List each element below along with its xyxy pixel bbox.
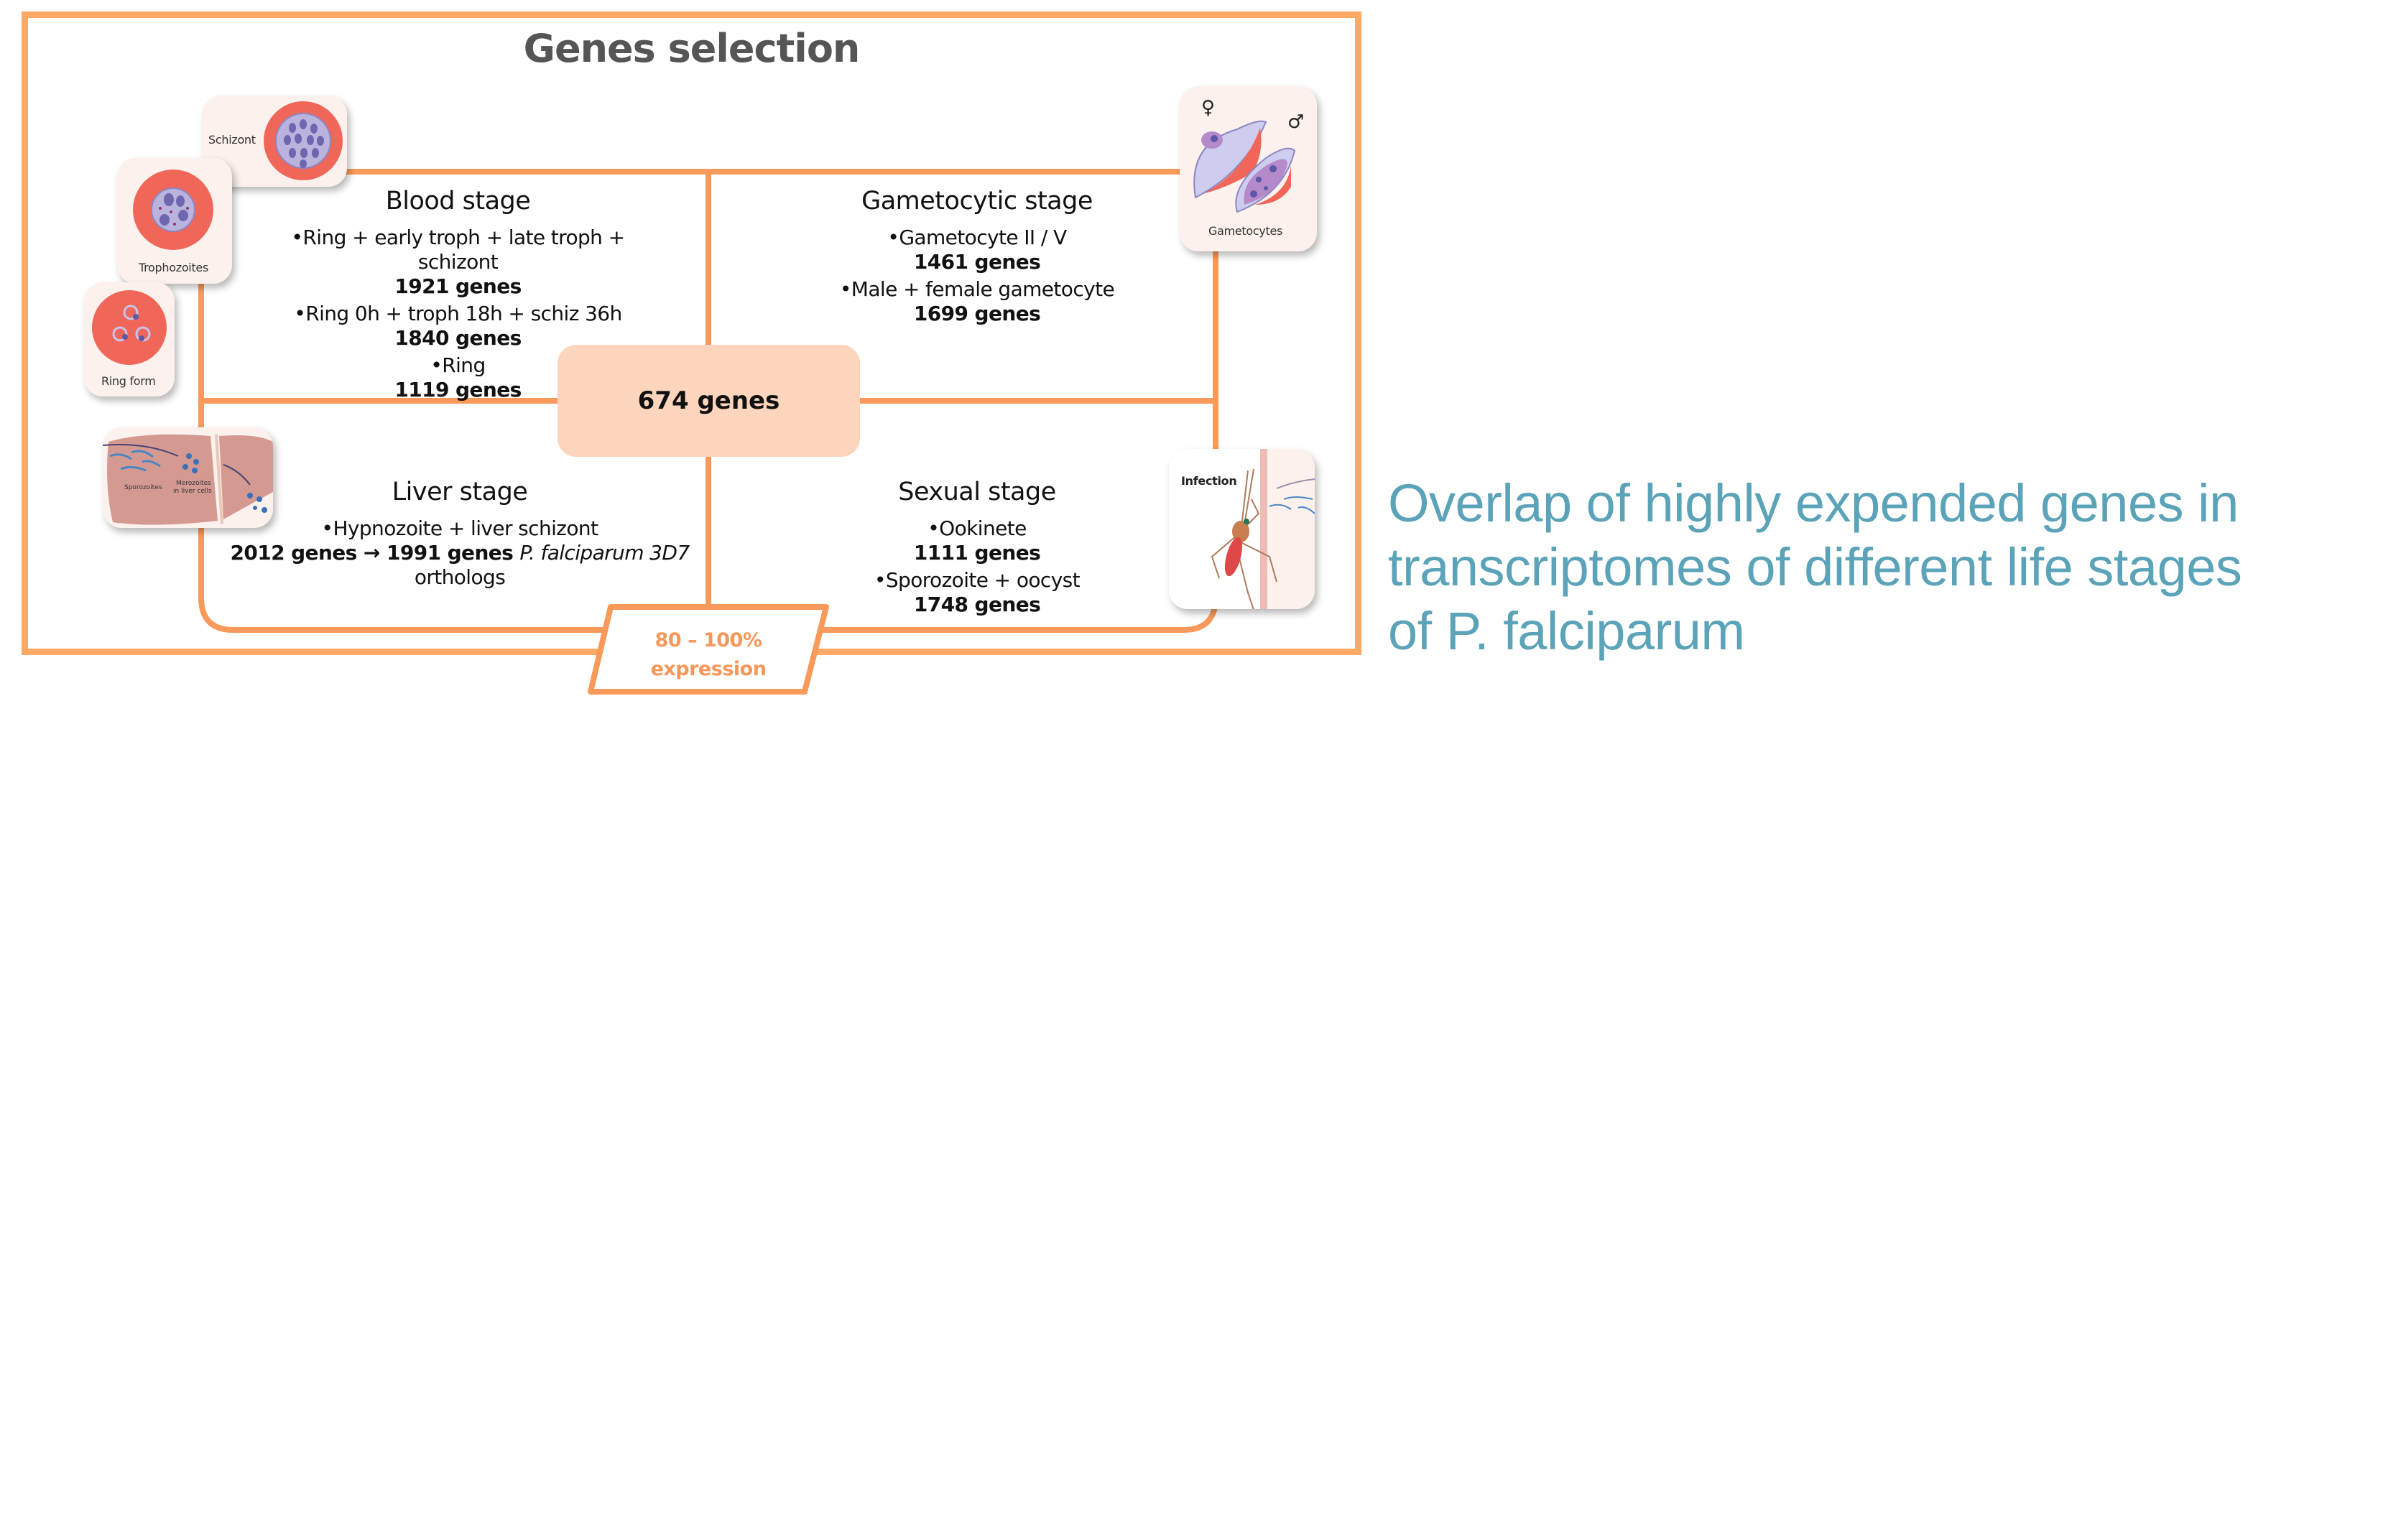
liver-label-liver-cells: in liver cells bbox=[173, 488, 212, 495]
threshold-parallelogram bbox=[588, 604, 829, 695]
liver-stage-heading: Liver stage bbox=[392, 478, 528, 506]
liver-label-sporozoites: Sporozoites bbox=[124, 484, 162, 491]
trophozoites-card: Trophozoites bbox=[117, 158, 232, 284]
blood-stage-item: •Ring + early troph + late troph + schiz… bbox=[291, 226, 626, 274]
ring-form-card: Ring form bbox=[84, 282, 175, 396]
schizont-label: Schizont bbox=[208, 133, 256, 147]
intersection-box: 674 genes bbox=[558, 345, 860, 457]
trophozoites-label: Trophozoites bbox=[139, 261, 209, 274]
gametocytic-stage-panel: Gametocytic stage •Gametocyte II / V 146… bbox=[762, 185, 1193, 329]
threshold-unit: expression bbox=[650, 658, 767, 680]
blood-stage-count: 1840 genes bbox=[394, 326, 522, 350]
figure-caption: Overlap of highly expended genes in tran… bbox=[1388, 471, 2379, 663]
ring-form-label: Ring form bbox=[101, 374, 156, 388]
schizont-card: Schizont bbox=[203, 96, 347, 187]
liver-count-from: 2012 genes bbox=[230, 541, 357, 565]
gametocytic-stage-item: •Gametocyte II / V bbox=[887, 226, 1067, 249]
blood-stage-item: •Ring 0h + troph 18h + schiz 36h bbox=[294, 302, 622, 325]
sexual-stage-heading: Sexual stage bbox=[898, 478, 1056, 506]
mosquito-icon bbox=[1211, 449, 1315, 609]
sexual-stage-count: 1111 genes bbox=[913, 541, 1041, 565]
gametocytic-stage-heading: Gametocytic stage bbox=[861, 187, 1093, 215]
blood-stage-count: 1921 genes bbox=[394, 274, 522, 298]
liver-stage-suffix: orthologs bbox=[414, 565, 506, 589]
liver-stage-item: •Hypnozoite + liver schizont bbox=[321, 516, 599, 540]
caption-line: of P. falciparum bbox=[1388, 601, 1745, 661]
blood-stage-heading: Blood stage bbox=[385, 187, 531, 215]
liver-icon: Sporozoites Merozoites in liver cells bbox=[103, 434, 273, 525]
trophozoite-cell-icon bbox=[133, 170, 213, 250]
diagram-lines bbox=[22, 11, 1361, 695]
intersection-count: 674 genes bbox=[637, 386, 780, 415]
caption-line: Overlap of highly expended genes in bbox=[1388, 473, 2239, 533]
sexual-stage-panel: Sexual stage •Ookinete 1111 genes •Sporo… bbox=[762, 476, 1193, 620]
sexual-stage-item: •Sporozoite + oocyst bbox=[874, 568, 1081, 592]
gametocytes-card: ♀ ♂ Gametocytes bbox=[1180, 86, 1317, 251]
liver-species: P. falciparum 3D7 bbox=[519, 541, 690, 565]
infection-card: Infection bbox=[1169, 449, 1315, 609]
liver-count-to: 1991 genes bbox=[386, 541, 514, 565]
liver-stage-panel: Liver stage •Hypnozoite + liver schizont… bbox=[216, 476, 704, 590]
liver-stage-count: 2012 genes → 1991 genes P. falciparum 3D… bbox=[216, 541, 704, 565]
gametocytes-icon: ♀ ♂ bbox=[1193, 97, 1304, 213]
liver-label-merozoites: Merozoites bbox=[176, 480, 211, 487]
blood-stage-count: 1119 genes bbox=[394, 378, 522, 402]
diagram-title: Genes selection bbox=[523, 26, 861, 71]
female-symbol-icon: ♀ bbox=[1201, 97, 1215, 119]
sexual-stage-item: •Ookinete bbox=[927, 516, 1027, 540]
arrow-right-icon: → bbox=[363, 541, 380, 565]
sexual-stage-count: 1748 genes bbox=[913, 593, 1041, 616]
gametocytic-stage-item: •Male + female gametocyte bbox=[839, 277, 1115, 301]
gametocytic-stage-count: 1461 genes bbox=[913, 250, 1041, 274]
blood-stage-panel: Blood stage •Ring + early troph + late t… bbox=[251, 185, 665, 405]
infection-label: Infection bbox=[1181, 474, 1237, 488]
threshold-range: 80 – 100% bbox=[654, 629, 762, 651]
gametocytes-label: Gametocytes bbox=[1208, 224, 1283, 238]
male-symbol-icon: ♂ bbox=[1287, 111, 1304, 133]
threshold-label: 80 – 100% expression bbox=[601, 626, 816, 684]
ring-form-cell-icon bbox=[92, 290, 167, 365]
caption-line: transcriptomes of different life stages bbox=[1388, 537, 2242, 597]
blood-stage-item: •Ring bbox=[430, 353, 486, 377]
gametocytic-stage-count: 1699 genes bbox=[913, 302, 1041, 325]
schizont-cell-icon bbox=[264, 101, 343, 180]
liver-card: Sporozoites Merozoites in liver cells bbox=[103, 427, 273, 528]
